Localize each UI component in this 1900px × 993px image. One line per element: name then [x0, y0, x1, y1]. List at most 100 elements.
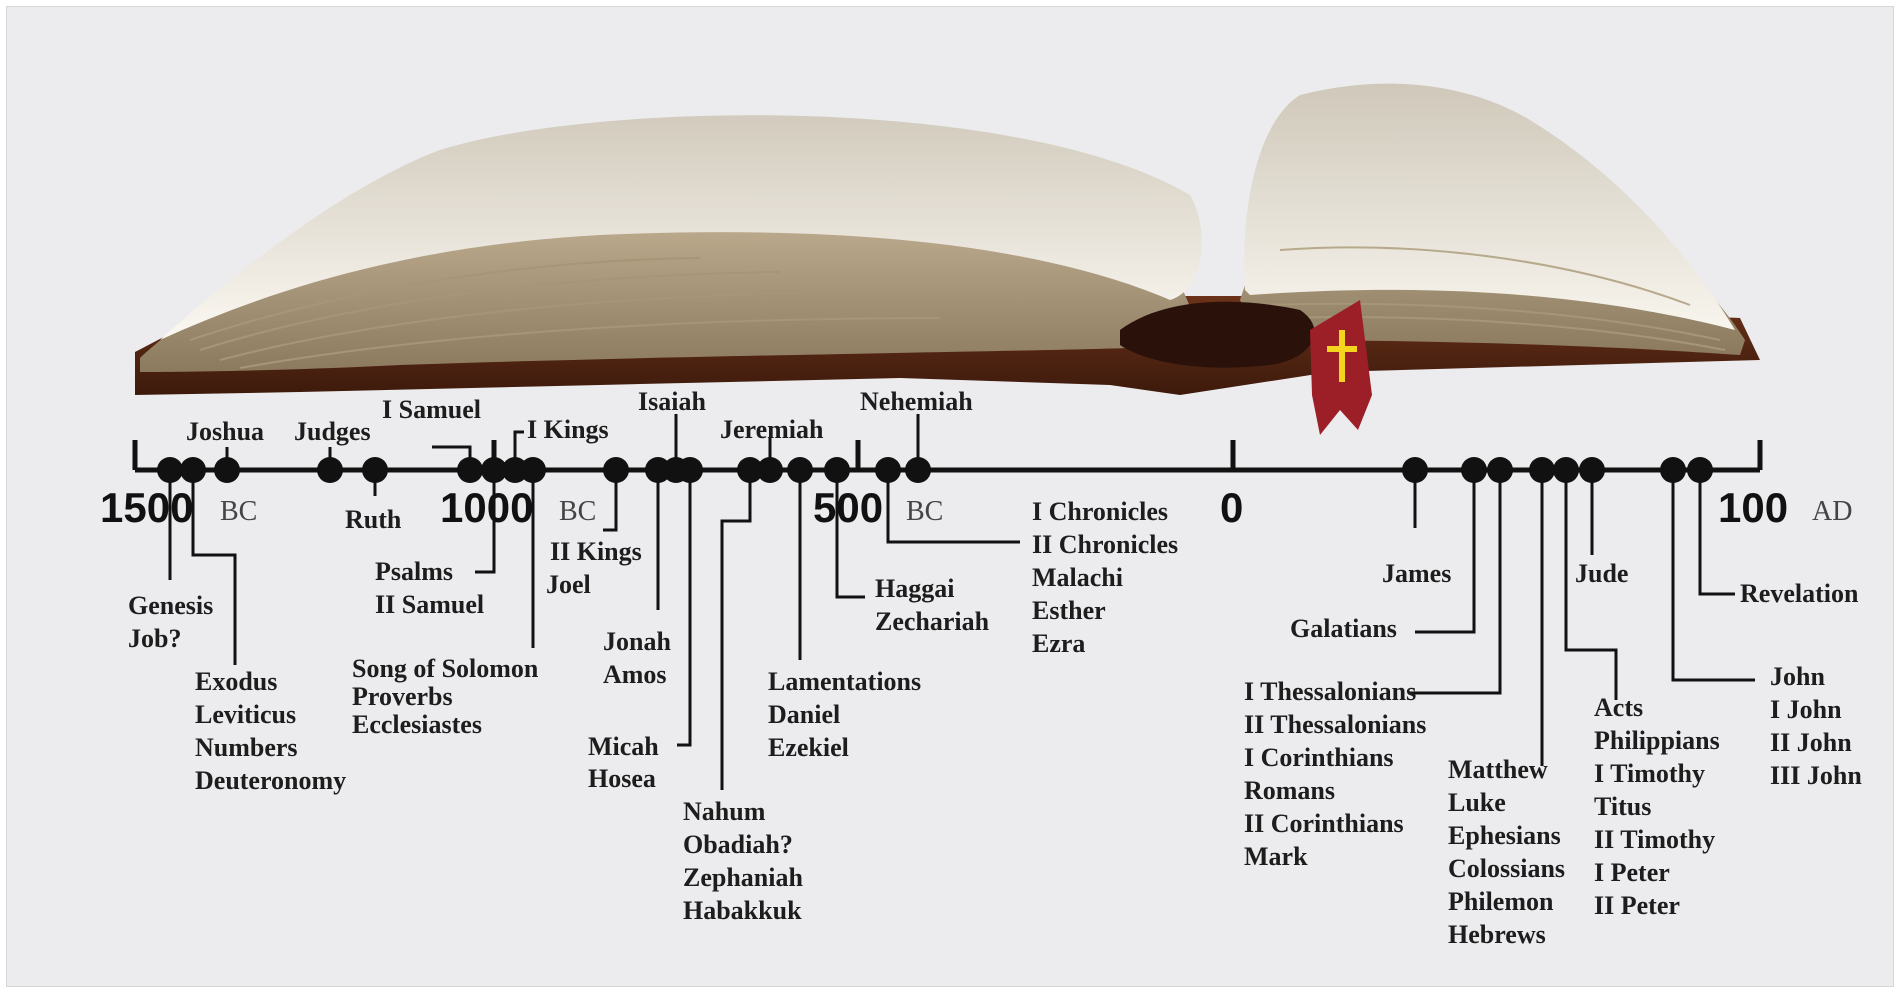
- label-line: Joel: [546, 570, 591, 599]
- timeline-dot: [317, 457, 343, 483]
- label-line: Esther: [1032, 596, 1106, 625]
- label-line: Daniel: [768, 700, 840, 729]
- label-line: Romans: [1244, 776, 1335, 805]
- timeline-dot: [1687, 457, 1713, 483]
- label-line: Jonah: [603, 627, 671, 656]
- label-group-genesis: Genesis Job?: [128, 591, 213, 653]
- tick-label-1500: 1500: [100, 484, 193, 531]
- label-line: I John: [1770, 695, 1842, 724]
- timeline-dot: [457, 457, 483, 483]
- label-line: I Chronicles: [1032, 497, 1168, 526]
- label-isaiah: Isaiah: [638, 387, 706, 416]
- timeline-dot: [737, 457, 763, 483]
- tick-label-100: 100: [1718, 484, 1788, 531]
- label-line: II Chronicles: [1032, 530, 1178, 559]
- tick-label-0: 0: [1220, 484, 1243, 531]
- label-group-thessalonians: I Thessalonians II Thessalonians I Corin…: [1244, 677, 1426, 871]
- label-line: Malachi: [1032, 563, 1123, 592]
- label-galatians: Galatians: [1290, 614, 1397, 643]
- timeline-dot: [1529, 457, 1555, 483]
- label-i-samuel: I Samuel: [382, 395, 481, 424]
- label-group-kings2: II Kings Joel: [546, 537, 642, 599]
- label-line: I Thessalonians: [1244, 677, 1416, 706]
- timeline-dot: [214, 457, 240, 483]
- timeline-dot: [1461, 457, 1487, 483]
- label-line: Genesis: [128, 591, 213, 620]
- label-group-jonah: Jonah Amos: [603, 627, 671, 689]
- timeline-dot: [180, 457, 206, 483]
- label-group-acts: Acts Philippians I Timothy Titus II Timo…: [1594, 693, 1720, 920]
- open-bible-illustration: [135, 83, 1760, 435]
- era-label-bc: BC: [906, 496, 943, 527]
- label-line: Proverbs: [352, 682, 453, 711]
- label-line: Amos: [603, 660, 667, 689]
- timeline-dot: [603, 457, 629, 483]
- label-line: Matthew: [1448, 755, 1548, 784]
- label-line: Titus: [1594, 792, 1651, 821]
- label-joshua: Joshua: [186, 417, 264, 446]
- label-line: I Peter: [1594, 858, 1670, 887]
- label-line: Obadiah?: [683, 830, 793, 859]
- timeline-dot: [520, 457, 546, 483]
- labels-below: Ruth Genesis Job? Exodus Leviticus Numbe…: [128, 497, 1862, 949]
- book-spine-gutter: [1120, 301, 1315, 368]
- label-line: II Peter: [1594, 891, 1680, 920]
- label-line: Haggai: [875, 574, 954, 603]
- label-line: Ezekiel: [768, 733, 849, 762]
- label-line: Zechariah: [875, 607, 990, 636]
- timeline-dot: [362, 457, 388, 483]
- label-line: Song of Solomon: [352, 654, 539, 683]
- label-line: III John: [1770, 761, 1862, 790]
- label-line: Nahum: [683, 797, 766, 826]
- label-line: II Kings: [550, 537, 642, 566]
- timeline-dot: [677, 457, 703, 483]
- era-label-ad: AD: [1812, 496, 1852, 527]
- label-line: II John: [1770, 728, 1852, 757]
- timeline-dot: [1579, 457, 1605, 483]
- label-line: Ecclesiastes: [352, 710, 482, 739]
- label-group-exodus: Exodus Leviticus Numbers Deuteronomy: [195, 667, 346, 795]
- label-line: Philemon: [1448, 887, 1554, 916]
- label-line: I Corinthians: [1244, 743, 1394, 772]
- label-line: Ezra: [1032, 629, 1085, 658]
- label-judges: Judges: [294, 417, 371, 446]
- label-line: John: [1770, 662, 1825, 691]
- label-line: Ephesians: [1448, 821, 1561, 850]
- labels-above: Joshua Judges I Samuel I Kings Isaiah Je…: [186, 387, 973, 446]
- label-line: Micah: [588, 732, 659, 761]
- label-line: Luke: [1448, 788, 1506, 817]
- label-line: Mark: [1244, 842, 1308, 871]
- timeline-dot: [824, 457, 850, 483]
- label-line: II Timothy: [1594, 825, 1715, 854]
- label-group-chronicles: I Chronicles II Chronicles Malachi Esthe…: [1032, 497, 1178, 658]
- cross-icon: [1327, 330, 1357, 382]
- leader-lines: [168, 414, 1755, 790]
- tick-labels: 1500 BC 1000 BC 500 BC 0 100 AD: [100, 484, 1852, 531]
- tick-label-1000: 1000: [440, 484, 533, 531]
- label-line: Leviticus: [195, 700, 296, 729]
- label-line: Colossians: [1448, 854, 1565, 883]
- label-line: II Corinthians: [1244, 809, 1404, 838]
- timeline-dot: [1660, 457, 1686, 483]
- label-jeremiah: Jeremiah: [720, 415, 824, 444]
- label-group-song: Song of Solomon Proverbs Ecclesiastes: [352, 654, 539, 739]
- label-james: James: [1382, 559, 1451, 588]
- label-line: II Thessalonians: [1244, 710, 1426, 739]
- label-line: Psalms: [375, 557, 453, 586]
- era-label-bc: BC: [559, 496, 596, 527]
- label-line: Exodus: [195, 667, 277, 696]
- label-group-matthew: Matthew Luke Ephesians Colossians Philem…: [1448, 755, 1565, 949]
- era-label-bc: BC: [220, 496, 257, 527]
- timeline-dot: [481, 457, 507, 483]
- label-line: Hosea: [588, 764, 656, 793]
- label-line: II Samuel: [375, 590, 484, 619]
- label-line: Numbers: [195, 733, 298, 762]
- label-i-kings: I Kings: [527, 415, 609, 444]
- timeline-dot: [645, 457, 671, 483]
- timeline-dot: [875, 457, 901, 483]
- label-line: Habakkuk: [683, 896, 802, 925]
- label-revelation: Revelation: [1740, 579, 1859, 608]
- label-line: Philippians: [1594, 726, 1720, 755]
- label-line: I Timothy: [1594, 759, 1705, 788]
- timeline-dots: [157, 457, 1713, 483]
